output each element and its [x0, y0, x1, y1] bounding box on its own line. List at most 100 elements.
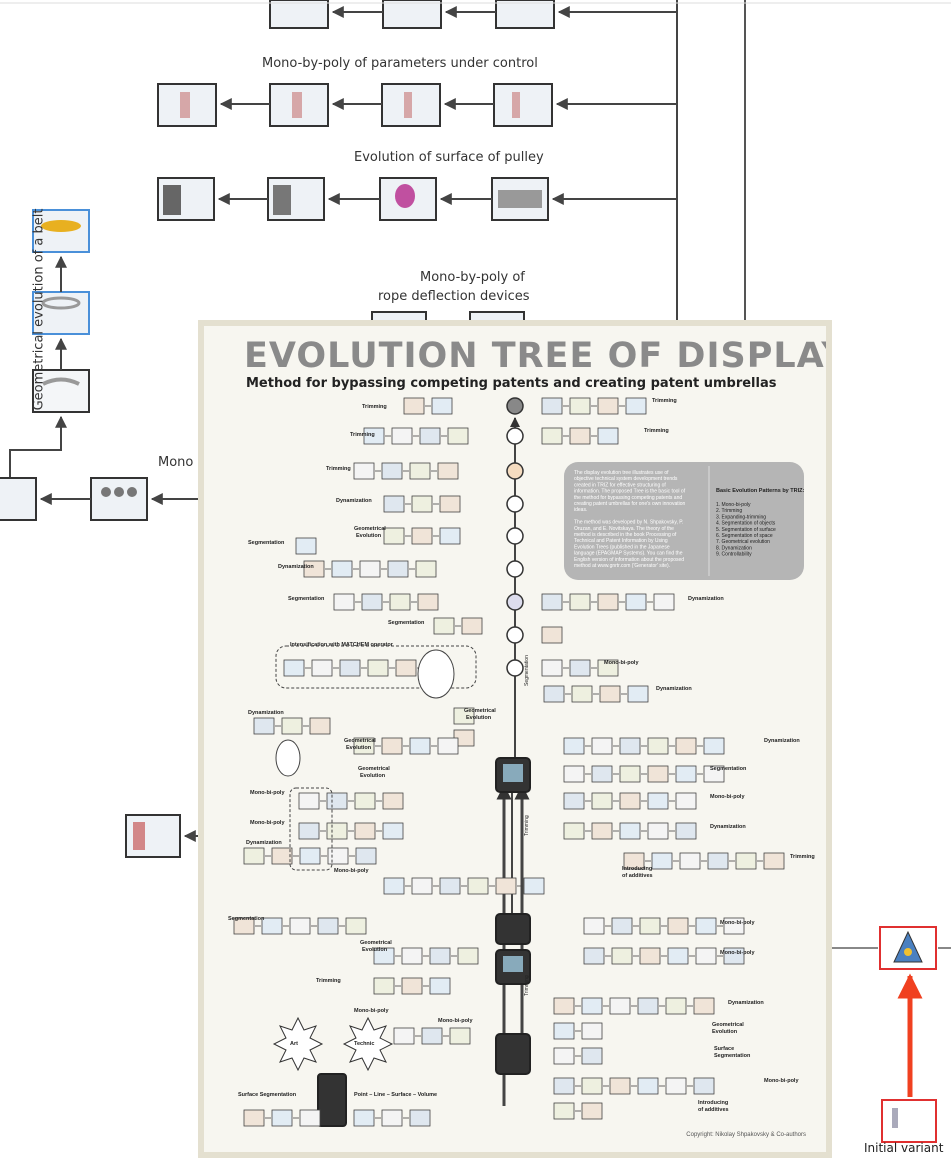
tree-node-box [383, 495, 405, 513]
tree-node-box [461, 617, 483, 635]
label-surface-segmentation: Surface Segmentation [238, 1092, 297, 1098]
tree-node-box [311, 659, 333, 677]
tree-node-box [354, 792, 376, 810]
tree-node-box [353, 1109, 375, 1127]
label-trimming-l1: Trimming [362, 404, 387, 410]
tree-node-box [541, 397, 563, 415]
label-technic: Technic [354, 1041, 375, 1047]
label-mono-params: Mono-by-poly of parameters under control [262, 56, 538, 71]
info-line: The display evolution tree illustrates u… [574, 470, 669, 476]
label-art: Art [290, 1041, 298, 1047]
tree-node-box [243, 847, 265, 865]
tree-node-box [447, 427, 469, 445]
tree-node-box [353, 462, 375, 480]
oval-node-2 [275, 739, 301, 777]
tree-node-box [389, 593, 411, 611]
poster-subtitle: Method for bypassing competing patents a… [246, 376, 777, 391]
tree-node-box [619, 822, 641, 840]
tree-node-box [647, 737, 669, 755]
tree-node-box [439, 877, 461, 895]
label-segmentation-l3: Segmentation [388, 620, 425, 626]
top-row-boxes [269, 0, 555, 29]
tree-node-box [553, 997, 575, 1015]
tree-node-box [563, 822, 585, 840]
label-evolution-c: Evolution [466, 715, 492, 721]
tree-node-box [326, 792, 348, 810]
tree-node-box [382, 822, 404, 840]
label-trimming-l3: Trimming [326, 466, 351, 472]
tree-node-box [637, 997, 659, 1015]
tree-node-box [367, 659, 389, 677]
tree-node-box [563, 737, 585, 755]
label-segmentation-l4: Segmentation [228, 916, 265, 922]
patterns-title: Basic Evolution Patterns by TRIZ: [716, 488, 804, 494]
label-additives2: of additives [698, 1107, 729, 1113]
label-mono-r4: Mono-bi-poly [720, 950, 755, 956]
tree-node-box [541, 626, 563, 644]
tree-node-box [553, 1022, 575, 1040]
tree-node-box [597, 593, 619, 611]
tree-node-box [298, 792, 320, 810]
tree-node-box [639, 947, 661, 965]
label-surface-r: Surface [714, 1046, 735, 1052]
tree-node-box [591, 792, 613, 810]
label-mono-r2: Mono-bi-poly [710, 794, 745, 800]
tree-node-box [401, 947, 423, 965]
label-geometrical-c: Geometrical [464, 708, 496, 714]
label-mono-l3: Mono-bi-poly [334, 868, 369, 874]
tree-node-box [387, 560, 409, 578]
tree-node-box [299, 847, 321, 865]
info-line: Technical and Patent Information by Usin… [574, 538, 668, 544]
pattern-item: 5. Segmentation of surface [716, 527, 776, 533]
tree-node-box [495, 877, 517, 895]
info-line: the method for bypassing competing paten… [574, 495, 682, 501]
tree-node-box [327, 847, 349, 865]
tree-node-box [409, 462, 431, 480]
hub-nodes [317, 757, 531, 1127]
info-line: Oruzan, and E. Novitskaya. The theory of… [574, 526, 674, 532]
tree-node-box [611, 947, 633, 965]
tree-node-box [383, 527, 405, 545]
info-line: created in TRIZ for effective structurin… [574, 482, 666, 488]
tree-node-box [625, 397, 647, 415]
tree-node-box [449, 1027, 471, 1045]
info-line: method at www.gnrtr.com ('Generator' sit… [574, 563, 670, 569]
label-geometrical-l1: Geometrical [354, 526, 386, 532]
tree-node-box [281, 717, 303, 735]
label-segmentation-r5: Segmentation [714, 1053, 751, 1059]
tree-node-box [383, 877, 405, 895]
tree-node-box [253, 717, 275, 735]
tree-node-box [439, 495, 461, 513]
tree-node-box [571, 685, 593, 703]
tree-node-box [437, 737, 459, 755]
label-dynamization-l2: Dynamization [278, 564, 314, 570]
label-geometrical-c2: Geometrical [344, 738, 376, 744]
info-line: information. The proposed Tree is the ba… [574, 489, 686, 495]
tree-node-box [619, 765, 641, 783]
pattern-item: 2. Trimming [716, 508, 742, 514]
tree-node-box [581, 1047, 603, 1065]
mono-dashed-group [289, 787, 333, 871]
tree-node-box [391, 427, 413, 445]
label-segmentation-l2: Segmentation [288, 596, 325, 602]
tree-node-box [675, 737, 697, 755]
label-mono-r5: Mono-bi-poly [764, 1078, 799, 1084]
label-geometrical-r5: Geometrical [712, 1022, 744, 1028]
tree-node-box [457, 947, 479, 965]
tree-node-box [381, 1109, 403, 1127]
pattern-item: 9. Controllability [716, 552, 752, 558]
label-mono-l1: Mono-bi-poly [250, 790, 285, 796]
tree-node-box [373, 947, 395, 965]
tree-node-box [283, 659, 305, 677]
tree-node-box [355, 847, 377, 865]
tree-node-box [623, 852, 645, 870]
tree-node-box [467, 877, 489, 895]
tree-node-box [345, 917, 367, 935]
info-line: The method was developed by N. Shpakovsk… [574, 520, 683, 526]
tree-node-box [411, 527, 433, 545]
label-segmentation-l1: Segmentation [248, 540, 285, 546]
tree-node-box [439, 527, 461, 545]
poster-title: EVOLUTION TREE OF DISPLAY [244, 336, 832, 376]
label-dynamization-r4: Dynamization [710, 824, 746, 830]
tree-node-box [409, 737, 431, 755]
